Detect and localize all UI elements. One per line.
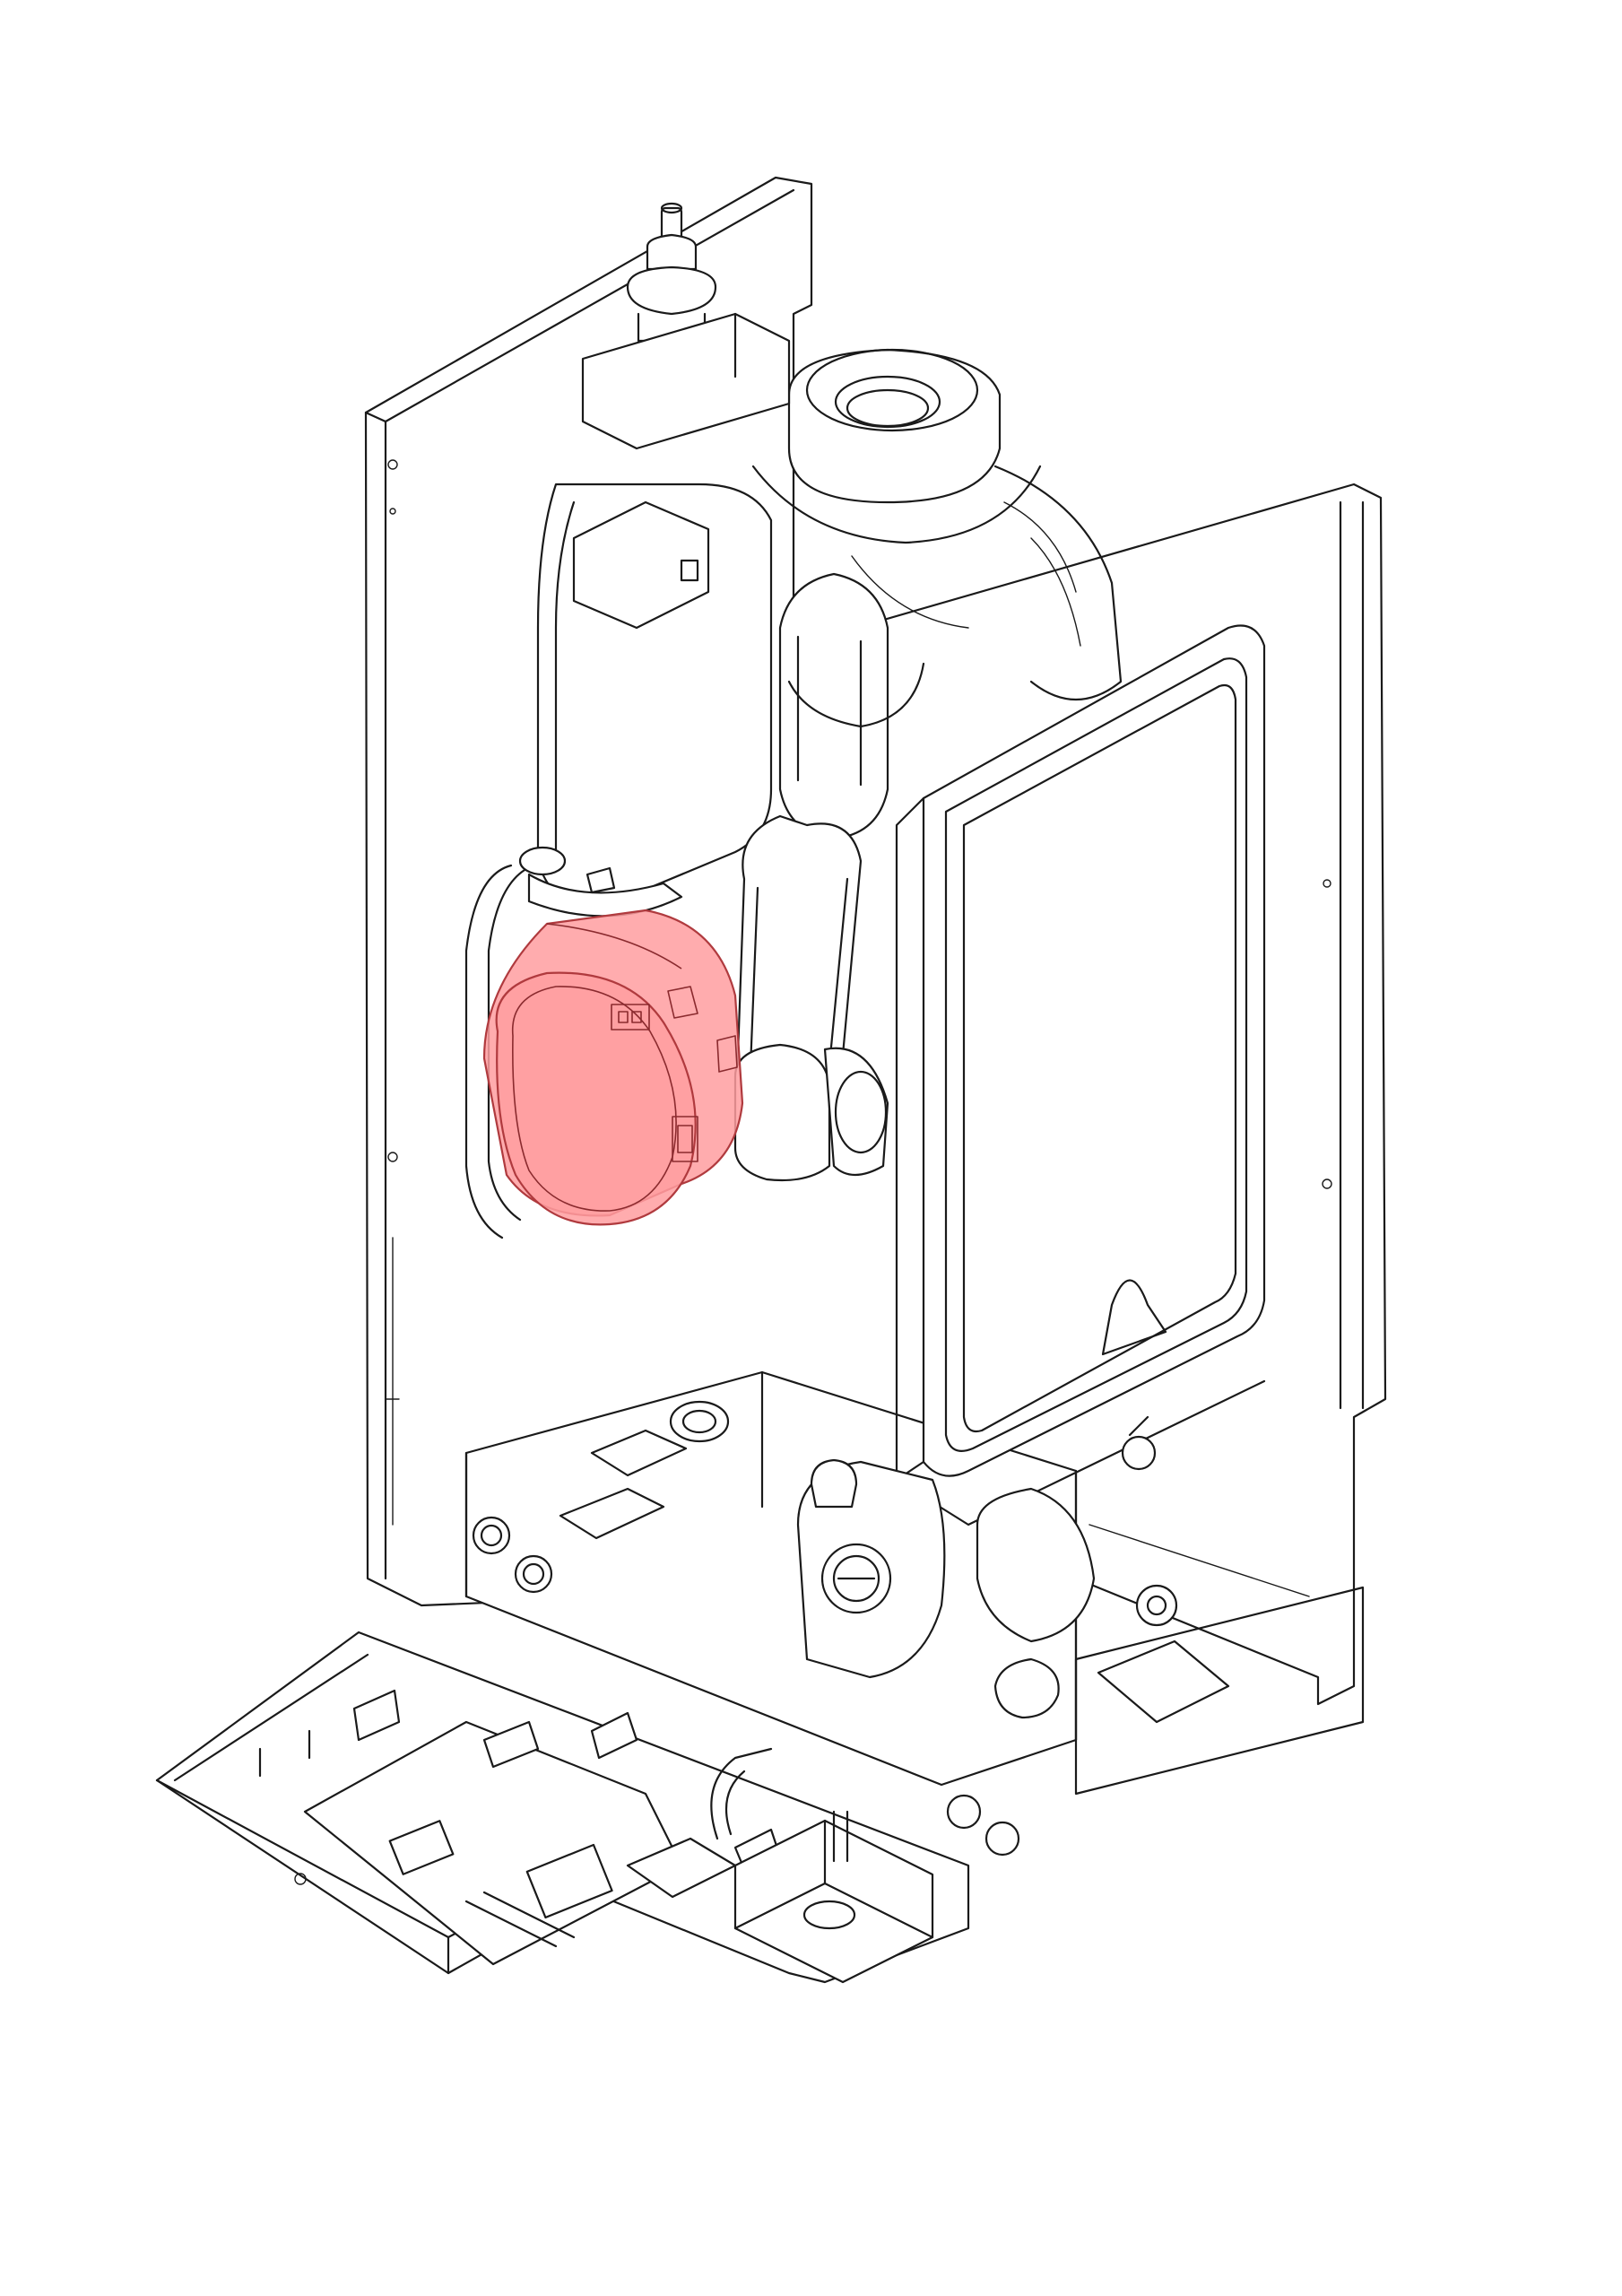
pressure-sensor: [669, 1400, 858, 1509]
air-vent-valve: [581, 202, 791, 450]
chassis-base: [464, 1370, 1365, 1857]
burner-body: [536, 483, 889, 906]
heat-exchanger: [895, 624, 1266, 1526]
central-pipe: [733, 662, 925, 1182]
fan-assembly-highlighted: [482, 909, 744, 1226]
pump: [796, 1415, 1230, 1724]
flue-turret: [751, 348, 1123, 700]
left-pipe-loop: [464, 846, 683, 1239]
condensate-trap: [710, 1747, 934, 1984]
